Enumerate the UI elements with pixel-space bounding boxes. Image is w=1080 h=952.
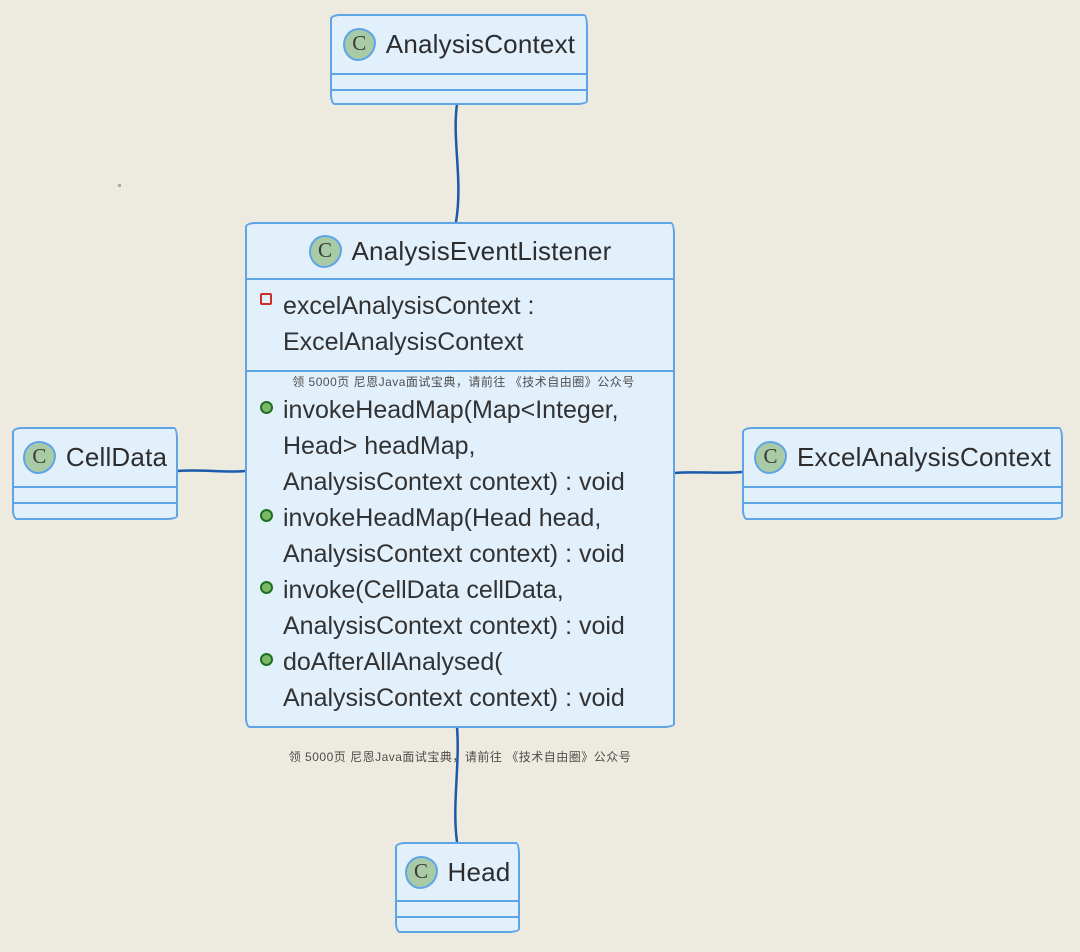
private-field-icon [260, 293, 272, 305]
speck-artifact [118, 184, 121, 187]
public-method-icon [260, 509, 273, 522]
method-item: invoke(CellData cellData, AnalysisContex… [260, 572, 667, 644]
methods-compartment-empty [14, 502, 176, 518]
watermark-text: 领 5000页 尼恩Java面试宝典，请前往 《技术自由圈》公众号 [288, 750, 632, 764]
class-header: C Head [397, 844, 518, 900]
field-item: excelAnalysisContext : ExcelAnalysisCont… [260, 288, 667, 360]
method-text: invoke(CellData cellData, AnalysisContex… [283, 576, 625, 640]
method-item: invokeHeadMap(Map<Integer, Head> headMap… [260, 392, 667, 500]
class-box-head: C Head [395, 842, 520, 933]
fields-compartment-empty [744, 486, 1061, 502]
methods-compartment-empty [744, 502, 1061, 518]
methods-compartment: 领 5000页 尼恩Java面试宝典，请前往 《技术自由圈》公众号 invoke… [247, 370, 673, 726]
method-item: doAfterAllAnalysed( AnalysisContext cont… [260, 644, 667, 716]
class-header: C AnalysisEventListener [247, 224, 673, 278]
edge-analysiscontext-to-listener [454, 102, 460, 224]
public-method-icon [260, 653, 273, 666]
public-method-icon [260, 401, 273, 414]
fields-compartment-empty [14, 486, 176, 502]
fields-compartment: excelAnalysisContext : ExcelAnalysisCont… [247, 278, 673, 370]
method-item: invokeHeadMap(Head head, AnalysisContext… [260, 500, 667, 572]
class-name: ExcelAnalysisContext [797, 442, 1051, 472]
class-box-cell-data: C CellData [12, 427, 178, 520]
class-name: AnalysisEventListener [351, 235, 612, 266]
class-name: AnalysisContext [385, 29, 576, 59]
fields-compartment-empty [397, 900, 518, 916]
class-box-analysis-context: C AnalysisContext [330, 14, 588, 105]
class-header: C AnalysisContext [332, 16, 586, 73]
class-name: CellData [65, 442, 168, 472]
class-stereotype-letter: C [32, 444, 47, 468]
class-box-excel-analysis-context: C ExcelAnalysisContext [742, 427, 1063, 520]
class-icon: C [22, 441, 56, 474]
fields-compartment-empty [332, 73, 586, 89]
class-stereotype-letter: C [317, 237, 332, 262]
edge-celldata-to-listener [176, 469, 247, 473]
class-icon: C [342, 28, 376, 61]
watermark-text: 领 5000页 尼恩Java面试宝典，请前往 《技术自由圈》公众号 [292, 375, 635, 389]
class-icon: C [754, 441, 787, 474]
class-icon: C [308, 234, 342, 268]
class-stereotype-letter: C [352, 31, 367, 55]
class-header: C CellData [14, 429, 176, 486]
class-box-analysis-event-listener: C AnalysisEventListener excelAnalysisCon… [245, 222, 675, 728]
class-stereotype-letter: C [763, 444, 778, 468]
methods-compartment-empty [332, 89, 586, 103]
method-text: doAfterAllAnalysed( AnalysisContext cont… [283, 648, 625, 712]
class-stereotype-letter: C [414, 858, 429, 883]
class-icon: C [404, 855, 438, 889]
edge-listener-to-head [454, 725, 459, 844]
edge-listener-to-excelanalysiscontext [672, 470, 744, 475]
methods-compartment-empty [397, 916, 518, 931]
public-method-icon [260, 581, 273, 594]
class-name: Head [447, 856, 511, 887]
class-header: C ExcelAnalysisContext [744, 429, 1061, 486]
method-text: invokeHeadMap(Head head, AnalysisContext… [283, 504, 625, 568]
method-text: invokeHeadMap(Map<Integer, Head> headMap… [283, 396, 625, 496]
field-text: excelAnalysisContext : ExcelAnalysisCont… [283, 292, 535, 356]
